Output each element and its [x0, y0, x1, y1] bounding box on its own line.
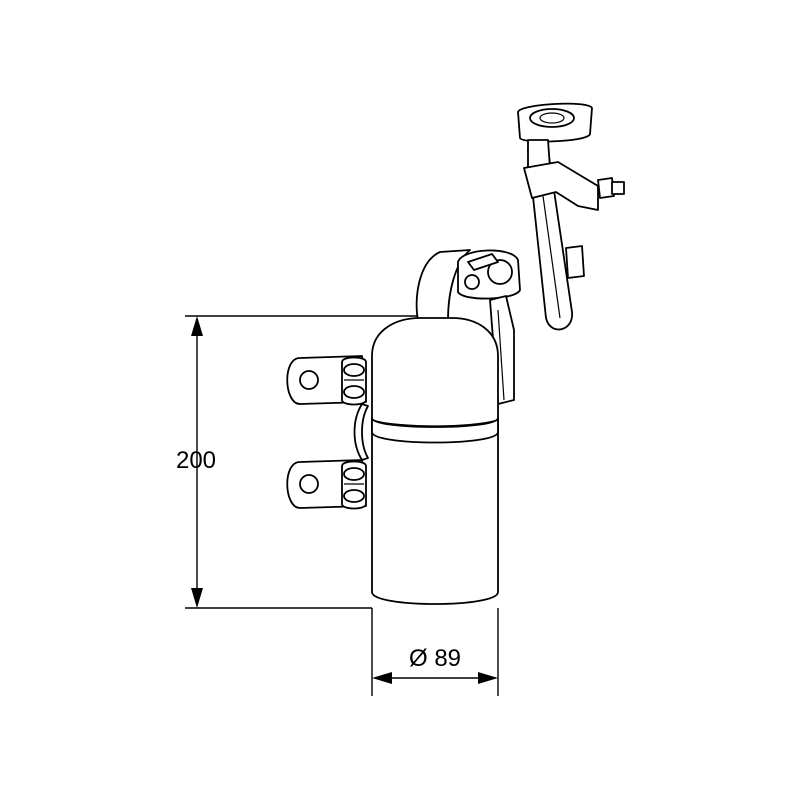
height-dimension: 200: [176, 315, 418, 609]
diameter-arrow-right: [478, 672, 498, 684]
diameter-label: Ø 89: [409, 645, 461, 672]
height-arrow-top: [191, 316, 203, 336]
height-label: 200: [176, 447, 216, 474]
drier-cylinder: [371, 317, 499, 605]
diameter-dimension: Ø 89: [371, 608, 499, 696]
height-arrow-bottom: [191, 588, 203, 608]
mounting-bracket-upper: [286, 355, 367, 406]
pipe-assembly: [415, 102, 625, 405]
diameter-arrow-left: [372, 672, 392, 684]
clamp-strap: [353, 403, 369, 461]
mounting-bracket-lower: [286, 459, 367, 510]
